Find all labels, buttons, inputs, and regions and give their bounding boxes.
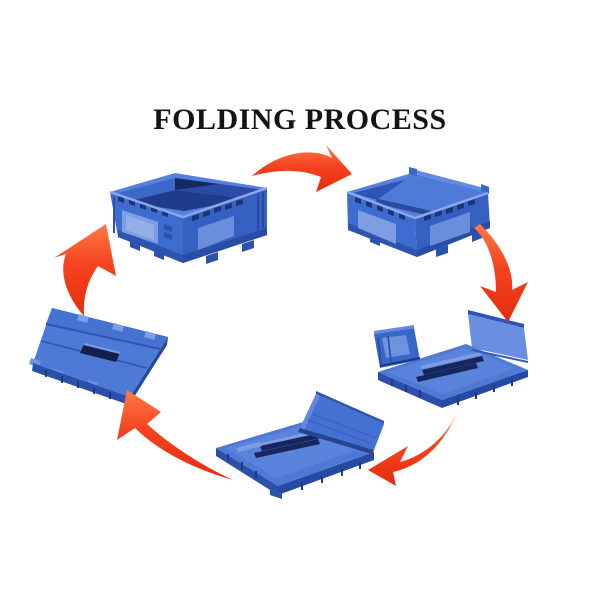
curved-arrow-step4-to-step5-icon — [117, 390, 233, 480]
crate-step-1-assembled — [109, 173, 268, 264]
curved-arrow-step5-to-step1-icon — [54, 224, 116, 316]
curved-arrow-step1-to-step2-icon — [252, 145, 352, 192]
crate-step-4-nearly-flat — [216, 391, 384, 499]
crate-step-2-wall-folded — [346, 167, 490, 257]
crate-step-5-flat — [29, 308, 168, 405]
curved-arrow-step3-to-step4-icon — [368, 410, 458, 486]
page-title: FOLDING PROCESS — [153, 103, 447, 136]
crate-step-3-ends-up — [374, 310, 529, 408]
curved-arrow-step2-to-step3-icon — [474, 224, 528, 322]
